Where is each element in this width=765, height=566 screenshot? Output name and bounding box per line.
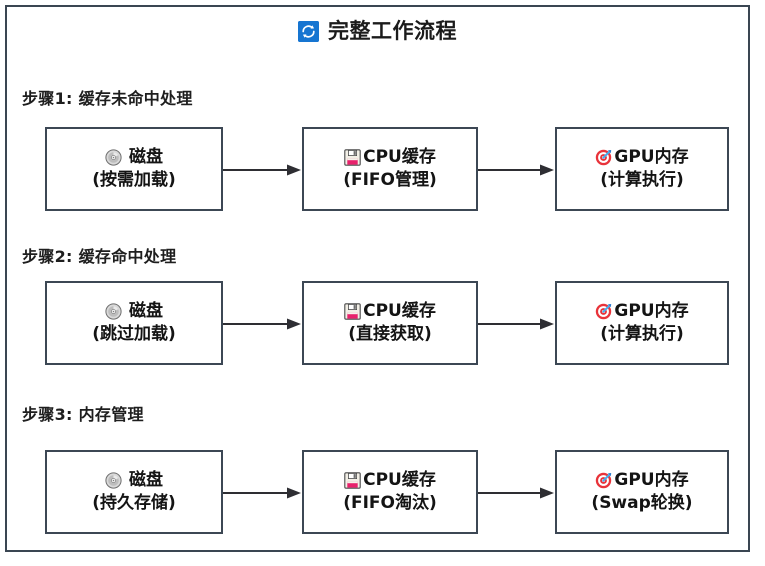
arrow-right-disk-to-cache-step1: [223, 164, 302, 176]
node-detail-line: (计算执行): [600, 324, 684, 344]
node-disk-step2[interactable]: 磁盘 (跳过加载): [45, 281, 223, 365]
node-name: GPU内存: [614, 301, 689, 322]
node-title-line: GPU内存: [595, 146, 689, 169]
node-title-line: CPU缓存: [344, 300, 436, 323]
node-name: 磁盘: [129, 147, 163, 168]
node-name: CPU缓存: [363, 470, 436, 491]
flow-row-1: 磁盘 (按需加载): [7, 85, 748, 230]
arrow-right-cache-to-gpu-step2: [478, 318, 555, 330]
node-title-line: 磁盘: [105, 469, 163, 492]
node-detail-line: (FIFO管理): [343, 170, 437, 190]
node-detail-line: (Swap轮换): [591, 493, 693, 513]
node-detail-line: (FIFO淘汰): [343, 493, 437, 513]
node-gpu-memory-step3[interactable]: GPU内存 (Swap轮换): [555, 450, 729, 534]
node-title-line: CPU缓存: [344, 146, 436, 169]
node-name: CPU缓存: [363, 301, 436, 322]
optical-disk-icon: [105, 149, 122, 166]
arrow-right-disk-to-cache-step2: [223, 318, 302, 330]
flow-row-3: 磁盘 (持久存储): [7, 401, 748, 546]
dart-target-icon: [595, 472, 612, 489]
optical-disk-icon: [105, 303, 122, 320]
node-name: 磁盘: [129, 301, 163, 322]
step-section-2: 步骤2: 缓存命中处理 磁盘 (跳过加载): [7, 243, 748, 388]
dart-target-icon: [595, 303, 612, 320]
workflow-diagram-frame: 完整工作流程 步骤1: 缓存未命中处理 磁盘: [5, 5, 750, 552]
arrow-right-cache-to-gpu-step3: [478, 487, 555, 499]
step-heading-1: 步骤1: 缓存未命中处理: [22, 89, 193, 108]
node-name: 磁盘: [129, 470, 163, 491]
node-name: GPU内存: [614, 470, 689, 491]
floppy-disk-icon: [344, 149, 361, 166]
node-detail-line: (直接获取): [348, 324, 432, 344]
node-title-line: 磁盘: [105, 300, 163, 323]
optical-disk-icon: [105, 472, 122, 489]
floppy-disk-icon: [344, 303, 361, 320]
step-section-3: 步骤3: 内存管理 磁盘 (持久存储): [7, 401, 748, 546]
node-detail-line: (持久存储): [92, 493, 176, 513]
node-cpu-cache-step1[interactable]: CPU缓存 (FIFO管理): [302, 127, 478, 211]
arrow-right-disk-to-cache-step3: [223, 487, 302, 499]
node-detail-line: (计算执行): [600, 170, 684, 190]
refresh-cycle-icon: [298, 21, 319, 42]
node-cpu-cache-step2[interactable]: CPU缓存 (直接获取): [302, 281, 478, 365]
flow-row-2: 磁盘 (跳过加载): [7, 243, 748, 388]
arrow-right-cache-to-gpu-step1: [478, 164, 555, 176]
node-gpu-memory-step2[interactable]: GPU内存 (计算执行): [555, 281, 729, 365]
step-section-1: 步骤1: 缓存未命中处理 磁盘 (按需加载): [7, 85, 748, 230]
dart-target-icon: [595, 149, 612, 166]
step-heading-3: 步骤3: 内存管理: [22, 405, 144, 424]
node-title-line: CPU缓存: [344, 469, 436, 492]
node-cpu-cache-step3[interactable]: CPU缓存 (FIFO淘汰): [302, 450, 478, 534]
node-title-line: GPU内存: [595, 300, 689, 323]
node-detail-line: (跳过加载): [92, 324, 176, 344]
node-name: GPU内存: [614, 147, 689, 168]
node-detail-line: (按需加载): [92, 170, 176, 190]
node-title-line: 磁盘: [105, 146, 163, 169]
node-disk-step1[interactable]: 磁盘 (按需加载): [45, 127, 223, 211]
diagram-title-text: 完整工作流程: [328, 19, 457, 43]
diagram-title: 完整工作流程: [7, 21, 748, 42]
node-name: CPU缓存: [363, 147, 436, 168]
node-gpu-memory-step1[interactable]: GPU内存 (计算执行): [555, 127, 729, 211]
node-disk-step3[interactable]: 磁盘 (持久存储): [45, 450, 223, 534]
step-heading-2: 步骤2: 缓存命中处理: [22, 247, 177, 266]
node-title-line: GPU内存: [595, 469, 689, 492]
floppy-disk-icon: [344, 472, 361, 489]
